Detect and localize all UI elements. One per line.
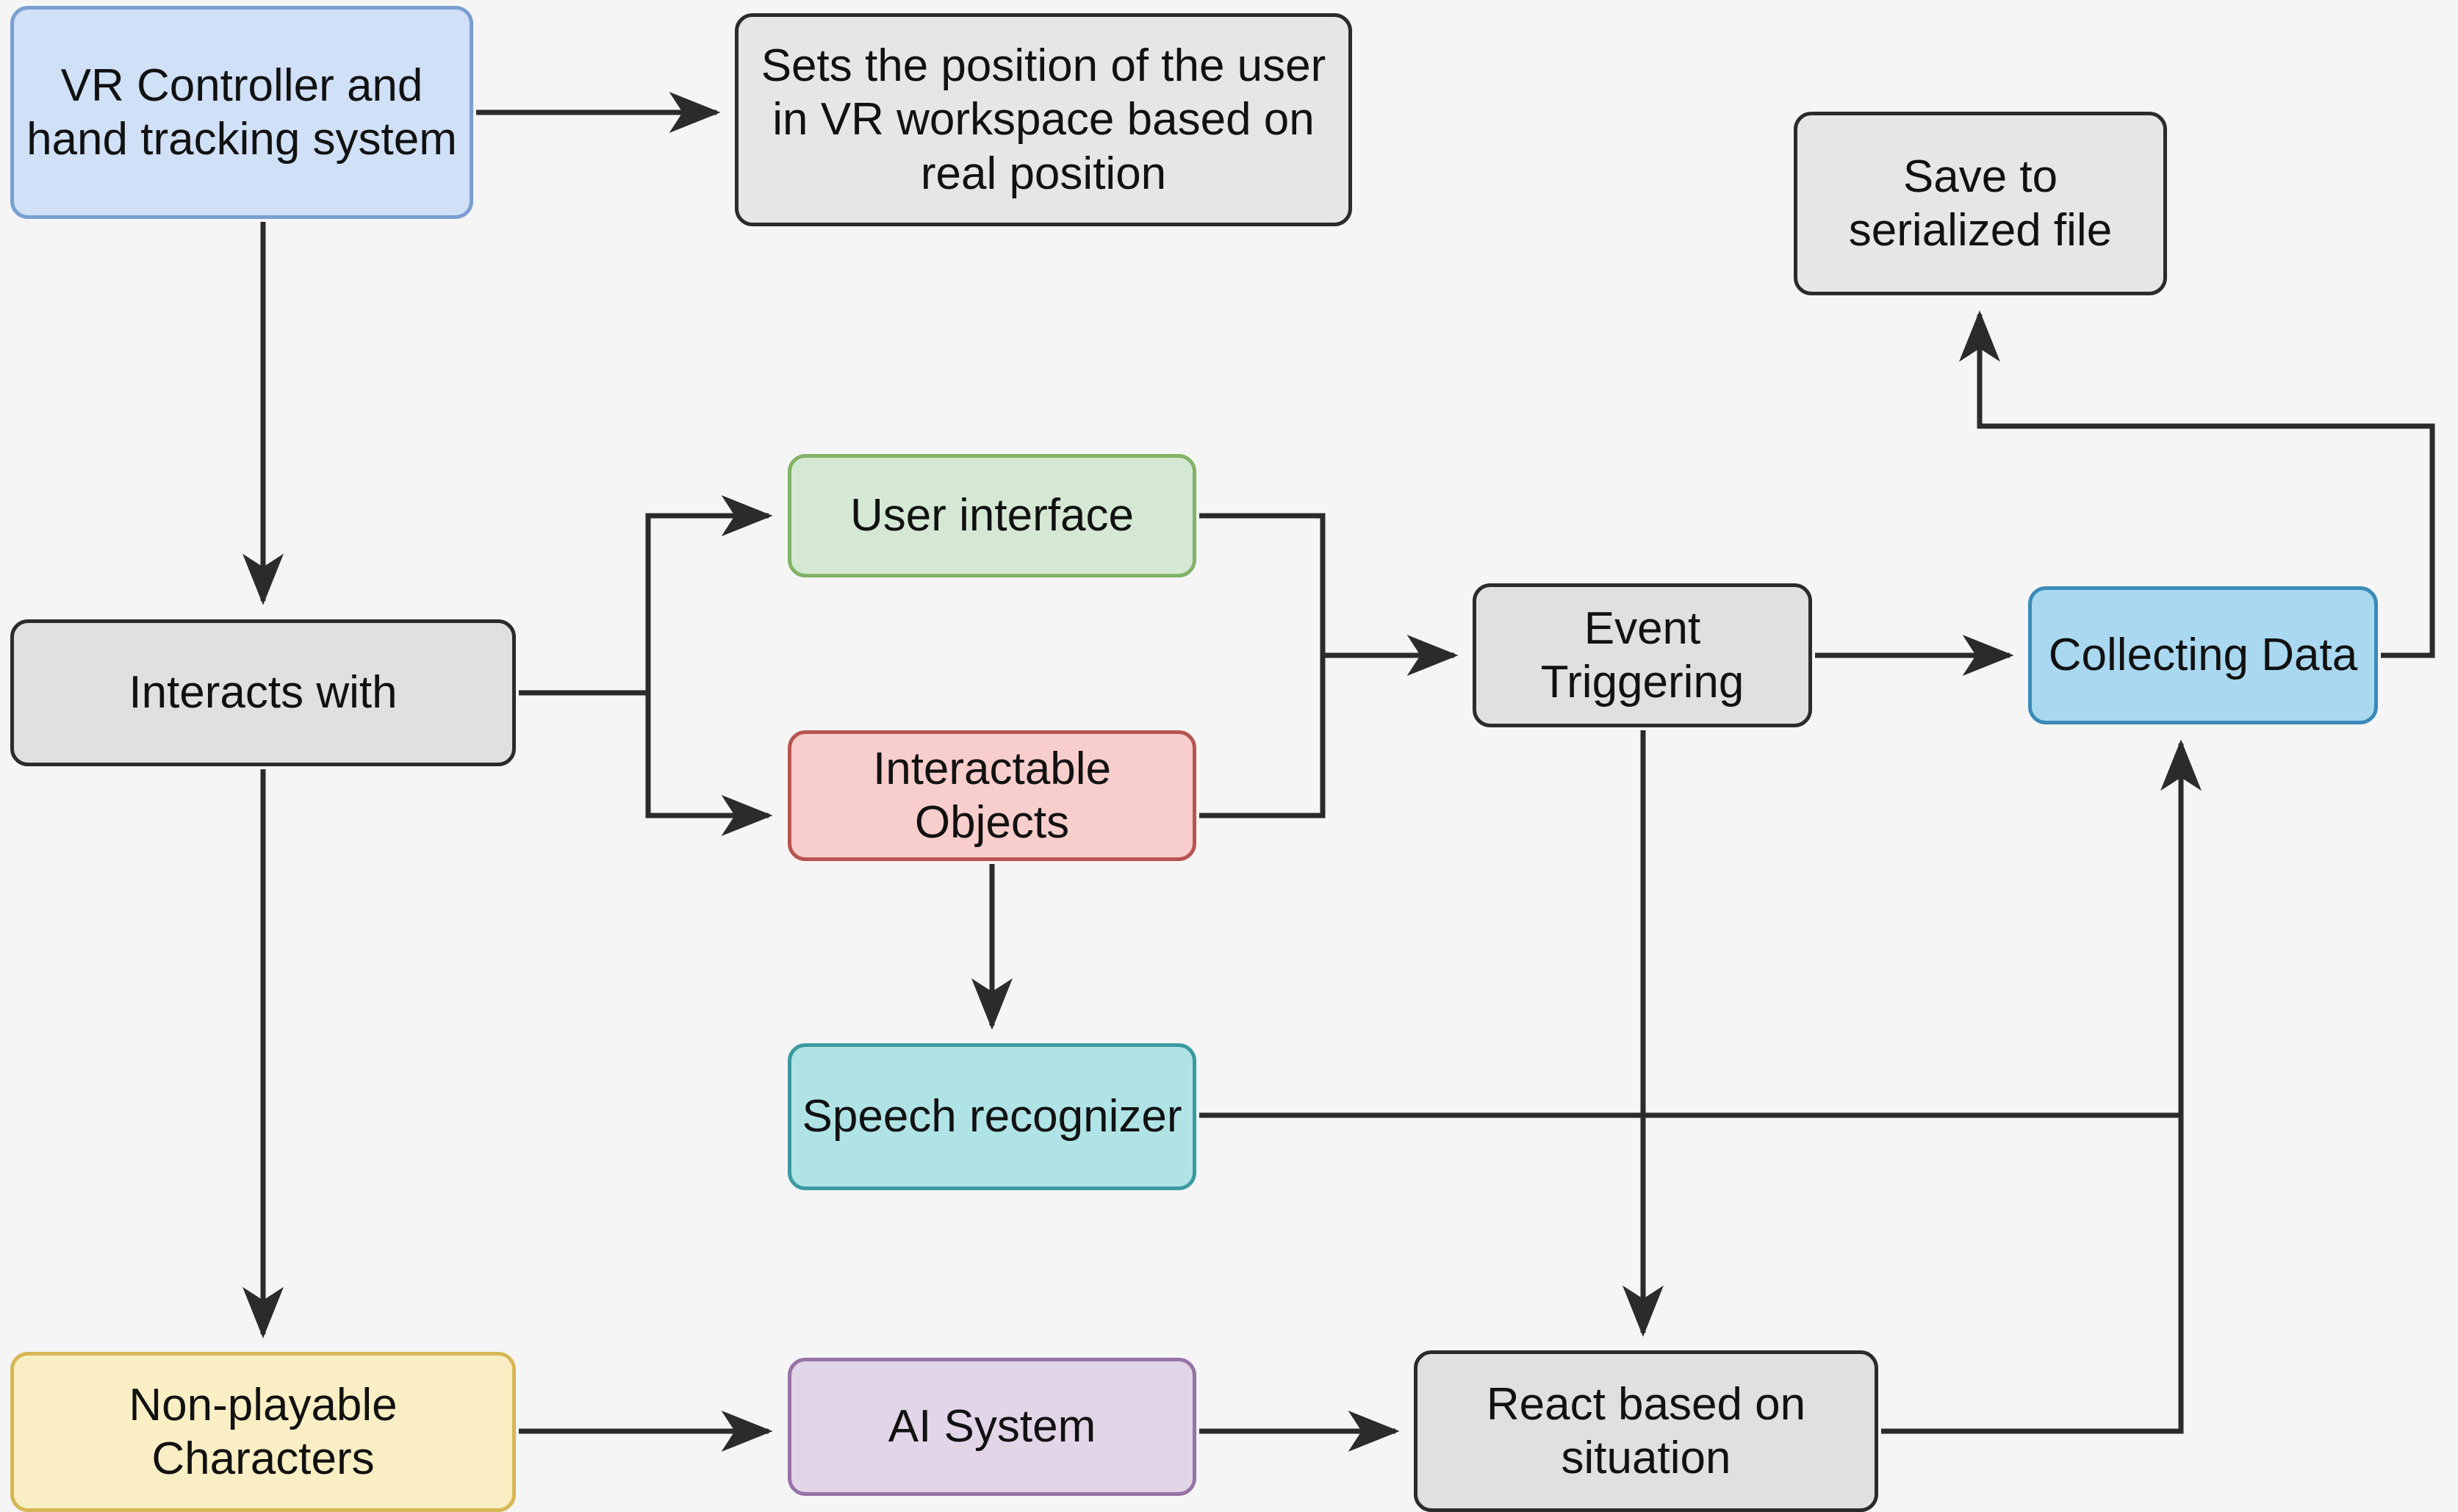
node-label: Non-playable Characters: [129, 1379, 398, 1484]
node-save-to-serialized-file[interactable]: Save to serialized file: [1794, 112, 2167, 295]
edge-react-to-collecting: [1881, 739, 2202, 1434]
node-label: Sets the position of the user in VR work…: [761, 40, 1326, 199]
node-label: VR Controller and hand tracking system: [26, 60, 457, 165]
node-speech-recognizer[interactable]: Speech recognizer: [788, 1043, 1196, 1190]
node-ai-system[interactable]: AI System: [788, 1358, 1196, 1496]
edge-user-interface-to-merge: [1199, 513, 1326, 655]
node-label: Collecting Data: [2048, 630, 2358, 681]
node-label: User interface: [850, 490, 1134, 541]
edge-interacts-to-interactable-objects: [645, 693, 773, 836]
node-non-playable-characters[interactable]: Non-playable Characters: [10, 1352, 516, 1512]
node-label: React based on situation: [1486, 1378, 1806, 1483]
edge-interacts-to-user-interface: [645, 495, 773, 693]
node-label: Save to serialized file: [1848, 151, 2113, 256]
node-label: AI System: [888, 1401, 1096, 1452]
node-vr-controller-and-hand-tracking-system[interactable]: VR Controller and hand tracking system: [10, 6, 473, 219]
node-collecting-data[interactable]: Collecting Data: [2028, 586, 2378, 724]
node-interacts-with[interactable]: Interacts with: [10, 619, 516, 766]
node-label: Event Triggering: [1540, 602, 1744, 708]
node-label: Speech recognizer: [802, 1091, 1182, 1142]
edge-collecting-to-save: [1959, 310, 2435, 658]
node-user-interface[interactable]: User interface: [788, 454, 1196, 577]
edge-interactable-to-merge: [1199, 655, 1326, 818]
node-react-based-on-situation[interactable]: React based on situation: [1414, 1350, 1878, 1512]
node-label: Interacts with: [129, 667, 398, 719]
node-interactable-objects[interactable]: Interactable Objects: [788, 730, 1196, 861]
node-label: Interactable Objects: [873, 743, 1111, 848]
node-sets-position-of-user[interactable]: Sets the position of the user in VR work…: [735, 13, 1352, 226]
node-event-triggering[interactable]: Event Triggering: [1473, 583, 1812, 727]
